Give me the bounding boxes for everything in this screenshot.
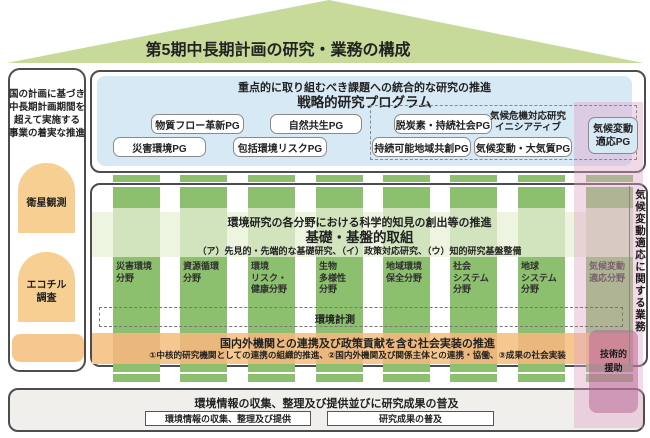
climate-crisis-initiative-label: 気候危機対応研究 イニシアティブ [489, 111, 566, 133]
pillar-resource-circulation: 資源循環 分野 [180, 175, 227, 382]
strategic-subheading: 戦略的研究プログラム [297, 95, 432, 110]
collaboration-heading: 国内外機関との連携及び政策貢献を含む社会実装の推進 [220, 338, 495, 350]
pillar-disaster-env: 災害環境 分野 [113, 175, 160, 382]
environmental-information-box [8, 388, 645, 432]
pg-sustainable-region: 持続可能地域共創PG [372, 137, 471, 157]
strategic-heading: 重点的に取り組むべき課題への統合的な研究の推進 [238, 82, 491, 94]
pg-comprehensive-env-risk: 包括環境リスクPG [233, 137, 327, 157]
pg-climate-adaptation: 気候変動 適応PG [588, 117, 638, 154]
research-dissemination-box: 研究成果の普及 [327, 411, 494, 426]
pillar-label: 環境 リスク・ 健康分野 [251, 261, 288, 294]
environmental-measurement-label: 環境計測 [315, 315, 355, 326]
pg-climate-air-quality: 気候変動・大気質PG [474, 137, 572, 157]
pillar-social-system: 社会 システム 分野 [450, 175, 497, 382]
pillar-label: 災害環境 分野 [116, 261, 153, 283]
climate-adaptation-vertical-label: 気候変動適応に関する業務 [634, 189, 646, 333]
basic-research-subheading: 基礎・基盤的取組 [305, 230, 414, 245]
pillar-regional-env-conservation: 地域環境 保全分野 [383, 175, 430, 382]
pillar-env-risk-health: 環境 リスク・ 健康分野 [248, 175, 295, 382]
environmental-information-heading: 環境情報の収集、整理及び提供並びに研究成果の普及 [194, 398, 459, 410]
pillar-label: 生物 多様性 分野 [319, 261, 347, 294]
technical-support-label: 技術的 援助 [599, 349, 627, 373]
pg-nature-coexistence: 自然共生PG [270, 114, 362, 134]
pg-material-flow: 物質フロー革新PG [151, 114, 244, 134]
pillar-biodiversity: 生物 多様性 分野 [316, 175, 363, 382]
pillar-label: 資源循環 分野 [183, 261, 220, 283]
pillar-label: 地球 システム 分野 [521, 261, 557, 294]
pg-decarbonization: 脱炭素・持続社会PG [394, 114, 492, 134]
ecochil-survey-item: エコチル 調査 [18, 252, 75, 322]
climate-band-divider [629, 186, 630, 364]
pillar-earth-system: 地球 システム 分野 [518, 175, 565, 382]
pillar-label: 社会 システム 分野 [453, 261, 489, 294]
info-collection-box: 環境情報の収集、整理及び提供 [145, 411, 311, 426]
environmental-measurement-outline: 環境計測 [99, 307, 623, 327]
basic-research-items: （ア）先見的・先端的な基礎研究、（イ）政策対応研究、（ウ）知的研究基盤整備 [197, 246, 522, 256]
sidebar-orange-band [12, 334, 84, 362]
pillar-label: 地域環境 保全分野 [386, 261, 423, 283]
sidebar-heading: 国の計画に基づき 中長期計画期間を 超えて実施する 事業の着実な推進 [8, 89, 85, 139]
collaboration-sub: ①中核的研究機関としての連携の組織的推進、②国内外機関及び関係主体との連携・協働… [149, 350, 566, 360]
pillar-label: 気候変動 適応分野 [589, 261, 626, 283]
pg-disaster-environment: 災害環境PG [113, 137, 206, 157]
basic-research-heading: 環境研究の各分野における科学的知見の創出等の推進 [227, 217, 492, 229]
diagram-title: 第5期中長期計画の研究・業務の構成 [145, 42, 411, 59]
satellite-observation-item: 衛星観測 [18, 163, 75, 233]
